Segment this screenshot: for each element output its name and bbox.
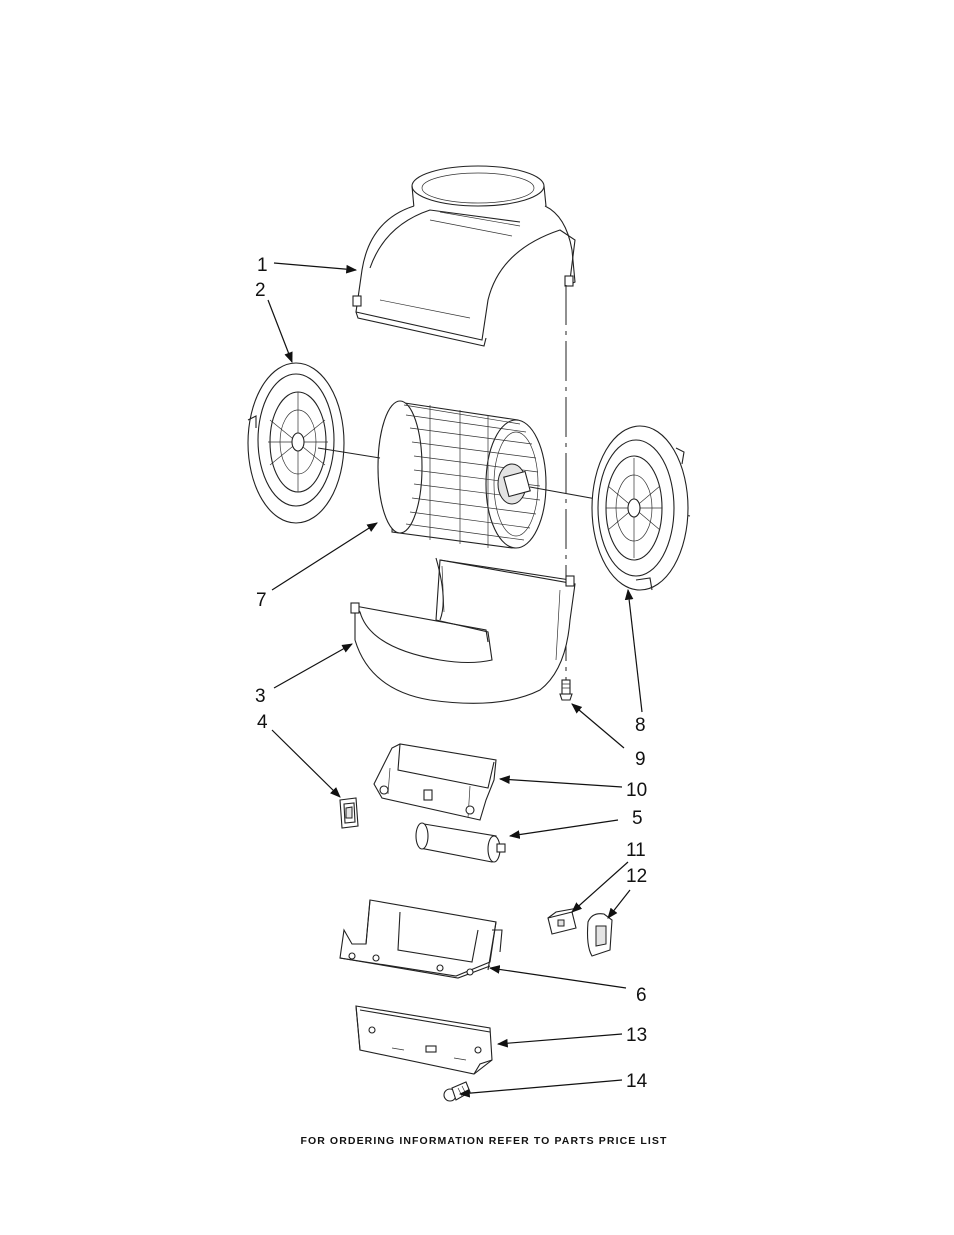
part-clip [340,798,358,828]
part-capacitor-bracket [374,744,496,820]
leader-11 [572,862,628,912]
part-right-inlet-plate [592,426,688,590]
callout-13: 13 [626,1025,647,1046]
leader-6 [490,968,626,988]
callout-7: 7 [256,590,267,611]
part-capacitor [416,823,505,862]
leader-7 [272,523,377,590]
part-base-bracket [340,900,502,978]
part-left-inlet-plate [248,363,344,523]
callout-11: 11 [626,840,646,861]
part-screw-9 [560,680,572,700]
callout-2: 2 [255,280,266,301]
leader-4 [272,730,340,797]
callout-10: 10 [626,780,647,801]
part-screw-14 [444,1082,470,1101]
callout-8: 8 [635,715,646,736]
leader-13 [498,1034,622,1044]
part-cover-plate [356,1006,492,1074]
part-connector [548,908,578,934]
leader-8 [628,590,642,712]
callout-9: 9 [635,749,646,770]
part-blower-wheel [378,401,546,548]
leader-10 [500,779,622,787]
leader-12 [608,890,630,918]
callout-4: 4 [257,712,268,733]
part-upper-housing [353,166,575,346]
leader-5 [510,820,618,836]
callout-5: 5 [632,808,643,829]
footer-note: FOR ORDERING INFORMATION REFER TO PARTS … [300,1135,667,1147]
leader-3 [274,644,352,688]
callout-14: 14 [626,1071,648,1092]
callout-3: 3 [255,686,266,707]
callout-6: 6 [636,985,647,1006]
callout-12: 12 [626,866,647,887]
part-plug-housing [588,914,613,956]
leader-1 [274,263,356,270]
callout-1: 1 [257,255,268,276]
leader-14 [460,1080,622,1094]
leader-9 [572,704,624,748]
leader-2 [268,300,292,362]
part-lower-housing [351,558,575,703]
